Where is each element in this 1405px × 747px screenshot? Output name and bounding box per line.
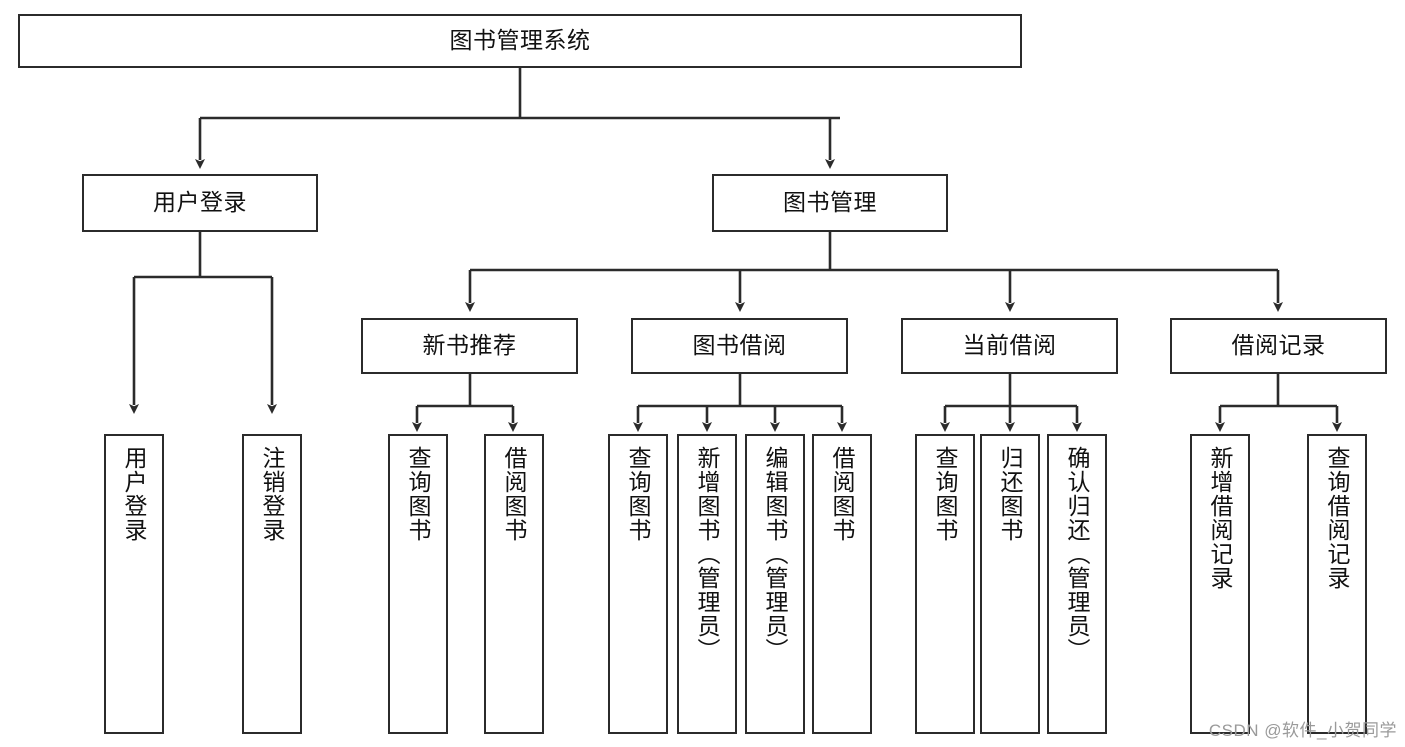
node-leaf-user-login[interactable]: 用户登录 <box>104 434 164 734</box>
node-leaf-borrow-add[interactable]: 新增图书（管理员） <box>677 434 737 734</box>
node-book-manage-label: 图书管理 <box>783 189 877 216</box>
node-leaf-borrow-take[interactable]: 借阅图书 <box>812 434 872 734</box>
node-leaf-user-login-label: 用户登录 <box>121 446 148 542</box>
node-leaf-cur-confirm[interactable]: 确认归还（管理员） <box>1047 434 1107 734</box>
node-leaf-cur-return-label: 归还图书 <box>997 446 1024 542</box>
node-leaf-borrow-query[interactable]: 查询图书 <box>608 434 668 734</box>
node-leaf-rec-borrow-label: 借阅图书 <box>501 446 528 542</box>
node-leaf-record-search[interactable]: 查询借阅记录 <box>1307 434 1367 734</box>
node-leaf-borrow-edit[interactable]: 编辑图书（管理员） <box>745 434 805 734</box>
node-current-borrow-label: 当前借阅 <box>962 332 1057 359</box>
node-leaf-cur-query-label: 查询图书 <box>932 446 959 542</box>
node-leaf-cur-query[interactable]: 查询图书 <box>915 434 975 734</box>
node-new-book-rec-label: 新书推荐 <box>422 332 517 359</box>
node-leaf-record-add-label: 新增借阅记录 <box>1207 446 1234 590</box>
node-leaf-rec-query[interactable]: 查询图书 <box>388 434 448 734</box>
node-leaf-borrow-add-label: 新增图书（管理员） <box>694 446 721 662</box>
node-new-book-rec[interactable]: 新书推荐 <box>361 318 578 374</box>
node-root-label: 图书管理系统 <box>449 27 591 54</box>
node-leaf-record-search-label: 查询借阅记录 <box>1324 446 1351 590</box>
node-leaf-user-logout-label: 注销登录 <box>259 446 286 542</box>
node-current-borrow[interactable]: 当前借阅 <box>901 318 1118 374</box>
node-leaf-borrow-edit-label: 编辑图书（管理员） <box>762 446 789 662</box>
node-user-login-label: 用户登录 <box>153 189 247 216</box>
node-leaf-borrow-query-label: 查询图书 <box>625 446 652 542</box>
node-user-login[interactable]: 用户登录 <box>82 174 318 232</box>
node-book-borrow[interactable]: 图书借阅 <box>631 318 848 374</box>
node-borrow-record-label: 借阅记录 <box>1231 332 1326 359</box>
node-leaf-cur-confirm-label: 确认归还（管理员） <box>1064 446 1091 662</box>
node-leaf-borrow-take-label: 借阅图书 <box>829 446 856 542</box>
node-book-borrow-label: 图书借阅 <box>692 332 787 359</box>
node-leaf-rec-query-label: 查询图书 <box>405 446 432 542</box>
node-leaf-rec-borrow[interactable]: 借阅图书 <box>484 434 544 734</box>
node-leaf-record-add[interactable]: 新增借阅记录 <box>1190 434 1250 734</box>
node-borrow-record[interactable]: 借阅记录 <box>1170 318 1387 374</box>
csdn-watermark: CSDN @软件_小贺同学 <box>1208 721 1397 740</box>
node-book-manage[interactable]: 图书管理 <box>712 174 948 232</box>
node-leaf-user-logout[interactable]: 注销登录 <box>242 434 302 734</box>
node-root[interactable]: 图书管理系统 <box>18 14 1022 68</box>
node-leaf-cur-return[interactable]: 归还图书 <box>980 434 1040 734</box>
